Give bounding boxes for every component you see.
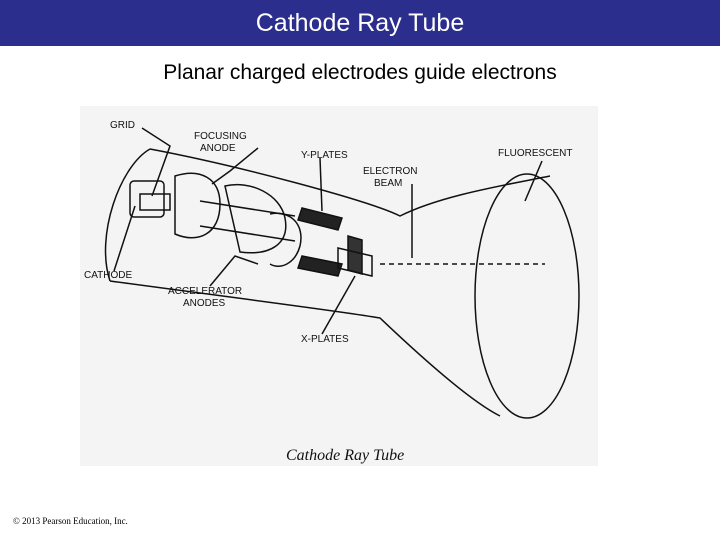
label-grid: GRID [110, 120, 135, 131]
x-plate-right [337, 247, 373, 277]
x-plate-left [347, 235, 363, 275]
label-focusing-anode-2: ANODE [200, 143, 236, 154]
tube-neck-end [104, 148, 151, 282]
copyright-notice: © 2013 Pearson Education, Inc. [13, 516, 128, 526]
grid-shape [139, 193, 171, 211]
tube-upper-outline [149, 148, 551, 217]
crt-drawing: GRID FOCUSING ANODE Y-PLATES ELECTRON BE… [84, 120, 580, 464]
leader-cathode [113, 205, 136, 272]
leader-fluorescent [524, 160, 543, 202]
label-focusing-anode: FOCUSING [194, 131, 247, 142]
fluorescent-screen [474, 173, 580, 419]
label-accelerator-anodes-2: ANODES [183, 298, 226, 309]
leader-accelerator [209, 255, 259, 287]
label-y-plates: Y-PLATES [301, 150, 348, 161]
tube-lower-outline [109, 280, 501, 417]
leader-focusing [211, 147, 259, 185]
cathode-shape [129, 180, 165, 218]
label-electron-beam-2: BEAM [374, 178, 402, 189]
label-fluorescent: FLUORESCENT [498, 148, 572, 159]
y-plate-bottom [297, 255, 343, 277]
figure-caption: Cathode Ray Tube [286, 447, 404, 464]
leader-y-plates [319, 157, 323, 212]
leader-grid [141, 127, 171, 197]
label-x-plates: X-PLATES [301, 334, 349, 345]
label-accelerator-anodes: ACCELERATOR [168, 286, 242, 297]
label-electron-beam: ELECTRON [363, 166, 417, 177]
slide-subtitle: Planar charged electrodes guide electron… [163, 61, 557, 84]
y-plate-top [297, 207, 343, 231]
accelerator-anode-shape-2 [269, 212, 302, 267]
label-cathode: CATHODE [84, 270, 132, 281]
accelerator-anode-shape [224, 183, 287, 254]
title-bar: Cathode Ray Tube [0, 0, 720, 46]
leader-x-plates [321, 275, 356, 335]
crt-diagram: GRID FOCUSING ANODE Y-PLATES ELECTRON BE… [80, 106, 598, 466]
slide-title: Cathode Ray Tube [255, 9, 465, 37]
